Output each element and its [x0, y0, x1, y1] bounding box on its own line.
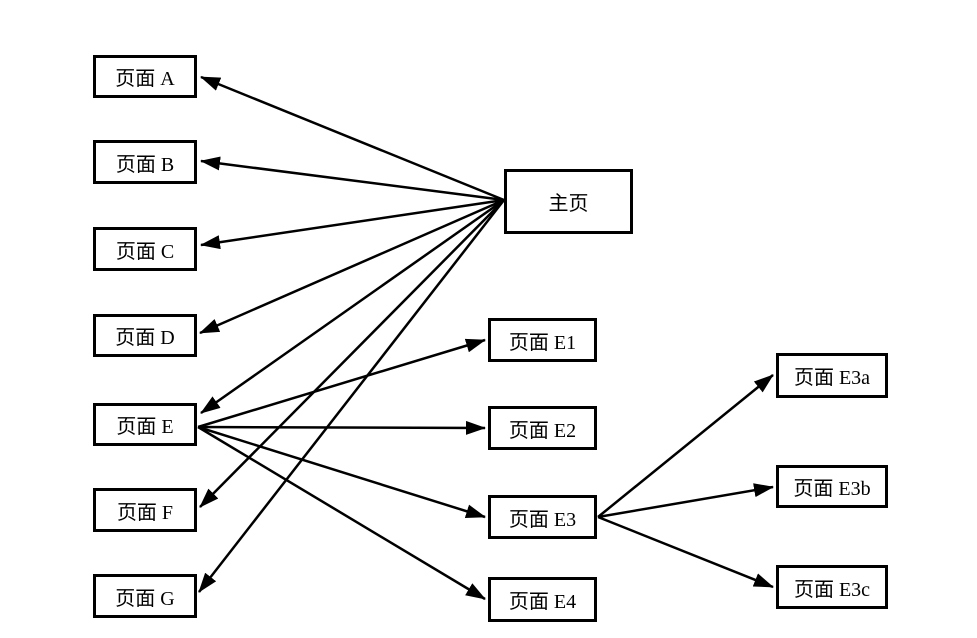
node-page-e4: 页面 E4 — [488, 577, 597, 622]
node-page-g: 页面 G — [93, 574, 197, 618]
node-page-e3b: 页面 E3b — [776, 465, 888, 508]
node-page-f-label: 页面 F — [116, 501, 174, 524]
node-page-b: 页面 B — [93, 140, 197, 184]
edge-home-page-a — [200, 75, 505, 202]
edge-page-e-page-e2 — [197, 420, 486, 435]
edge-home-page-e — [200, 198, 505, 415]
node-page-e3b-label: 页面 E3b — [793, 478, 871, 500]
edge-page-e-page-e3 — [197, 425, 486, 519]
edge-page-e-page-e1 — [197, 338, 486, 429]
node-page-a: 页面 A — [93, 55, 197, 98]
node-page-e1: 页面 E1 — [488, 318, 597, 362]
node-page-d-label: 页面 D — [115, 327, 175, 349]
edge-home-page-g — [198, 199, 505, 593]
node-page-e3a: 页面 E3a — [776, 353, 888, 398]
edge-page-e-page-e4 — [197, 425, 486, 601]
node-page-c-label: 页面 C — [115, 240, 175, 263]
edge-home-page-c — [200, 198, 505, 250]
edge-home-page-f — [199, 199, 505, 508]
edge-page-e3-page-e3b — [597, 483, 774, 519]
node-page-e: 页面 E — [93, 403, 197, 446]
node-home-label: 主页 — [548, 193, 589, 215]
edge-home-page-d — [199, 198, 505, 335]
node-page-e3c-label: 页面 E3c — [793, 578, 871, 601]
node-page-c: 页面 C — [93, 227, 197, 271]
edge-page-e3-page-e3c — [597, 515, 774, 589]
node-page-e-label: 页面 E — [116, 416, 174, 438]
node-page-e2-label: 页面 E2 — [508, 419, 577, 442]
edge-home-page-b — [200, 156, 505, 202]
node-page-a-label: 页面 A — [115, 68, 175, 90]
node-home: 主页 — [504, 169, 633, 234]
node-page-e1-label: 页面 E1 — [508, 331, 577, 354]
node-page-e3a-label: 页面 E3a — [793, 367, 871, 389]
node-page-e3: 页面 E3 — [488, 495, 597, 539]
node-page-b-label: 页面 B — [115, 153, 175, 176]
node-page-e2: 页面 E2 — [488, 406, 597, 450]
node-page-d: 页面 D — [93, 314, 197, 357]
node-page-e3-label: 页面 E3 — [508, 508, 577, 531]
node-page-f: 页面 F — [93, 488, 197, 532]
edge-page-e3-page-e3a — [597, 374, 774, 518]
node-page-e3c: 页面 E3c — [776, 565, 888, 609]
node-page-e4-label: 页面 E4 — [508, 591, 577, 613]
node-page-g-label: 页面 G — [115, 587, 175, 610]
